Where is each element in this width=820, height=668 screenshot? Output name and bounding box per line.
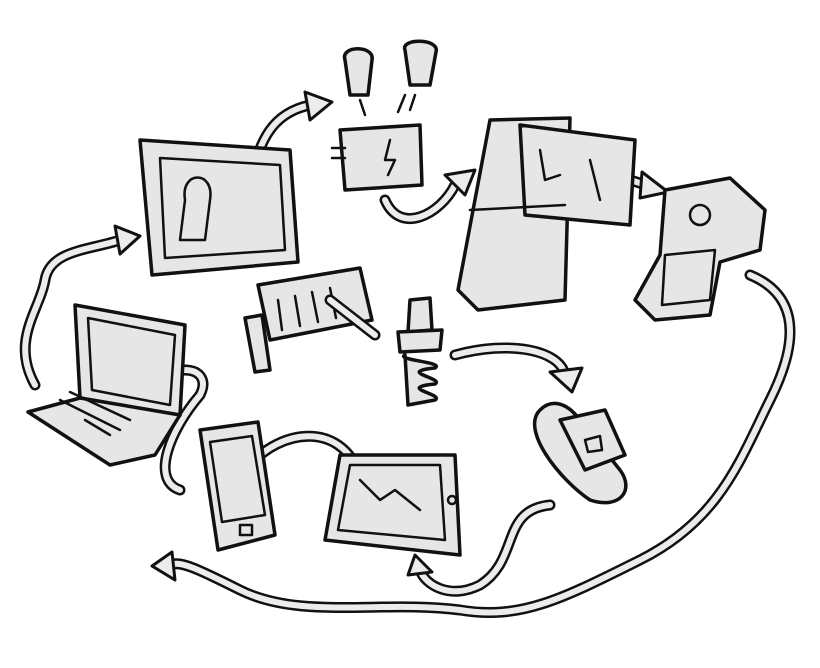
fridge-icon	[456, 116, 637, 312]
tablet-icon	[323, 453, 462, 557]
toast-icon	[342, 39, 438, 117]
coffee-machine-icon	[633, 176, 767, 322]
arrow-laptop-to-monitor	[19, 224, 142, 391]
monitor-icon	[138, 138, 300, 277]
spark-plug-icon	[396, 296, 444, 407]
laptop-icon	[26, 303, 187, 467]
radiator-icon	[243, 266, 381, 374]
smartphone-icon	[198, 420, 277, 552]
toaster-icon	[330, 123, 424, 192]
smartwatch-icon	[532, 401, 628, 505]
arrow-sparkplug-to-watch	[449, 342, 584, 394]
arrow-toaster-to-fridge	[379, 168, 477, 225]
arrow-coffee-loop	[150, 269, 796, 618]
arrow-watch-to-tablet	[406, 499, 556, 597]
